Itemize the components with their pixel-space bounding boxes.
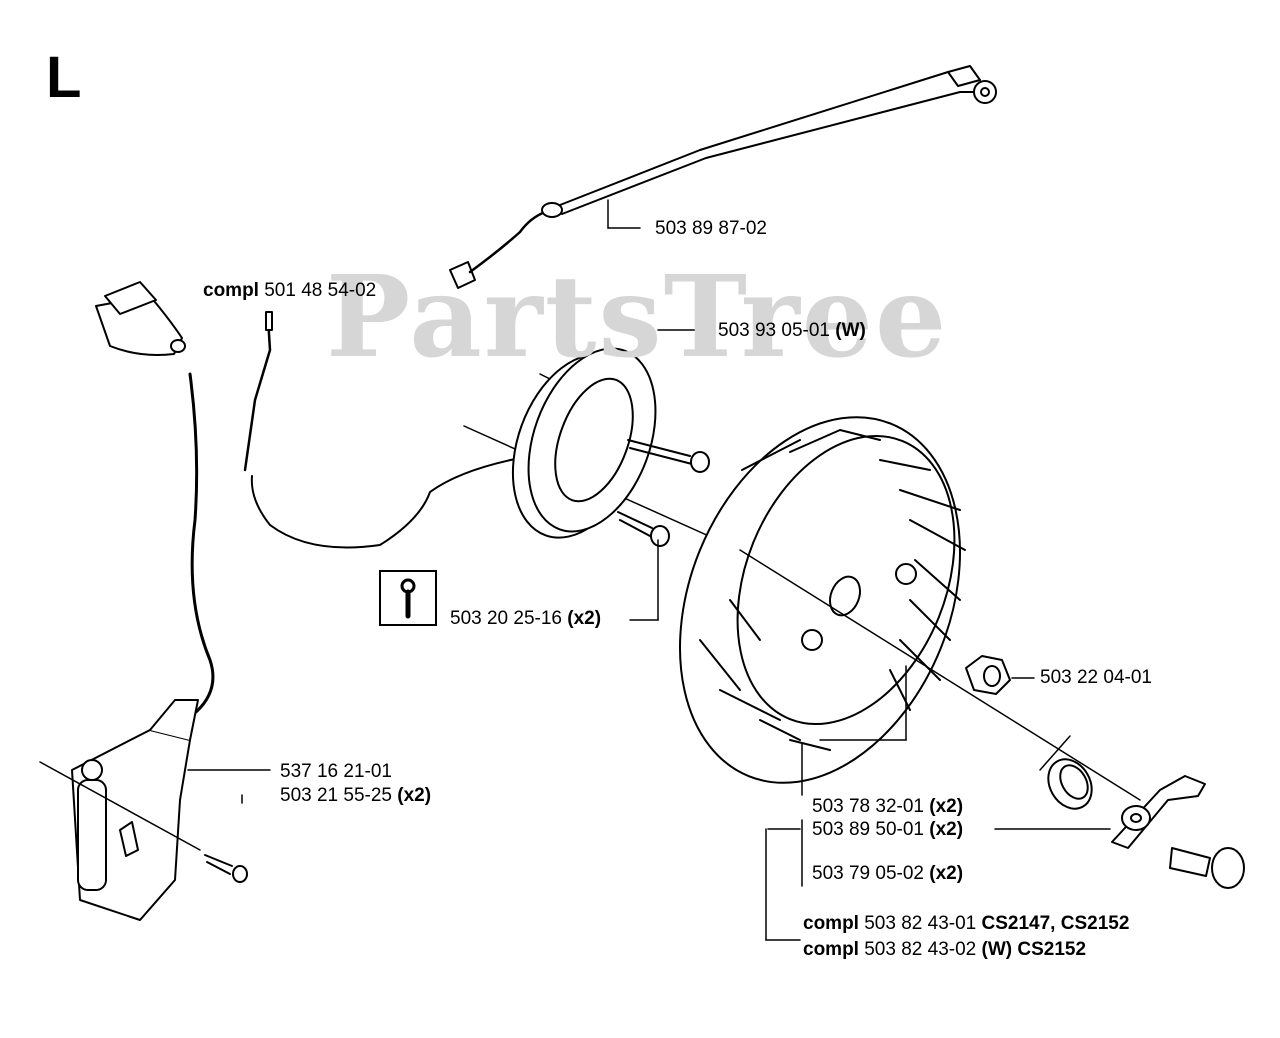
quantity-suffix: (x2) — [567, 608, 602, 629]
quantity-suffix: (x2) — [397, 785, 432, 806]
label-pawl-pin: 503 79 05-02 (x2) — [812, 863, 963, 885]
spark-plug-boot-drawing — [95, 281, 186, 356]
quantity-suffix: (x2) — [929, 819, 964, 840]
quantity-suffix: (x2) — [929, 796, 964, 817]
flywheel-nut-drawing — [965, 655, 1011, 695]
compl-prefix: compl — [203, 280, 259, 301]
stator-drawing — [463, 327, 741, 551]
label-pawl: 503 78 32-01 (x2) — [812, 796, 963, 818]
label-stator-screw: 503 20 25-16 (x2) — [450, 608, 601, 630]
compl-prefix: compl — [803, 913, 859, 934]
quantity-suffix: (x2) — [929, 863, 964, 884]
part-number: 503 78 32-01 — [812, 796, 924, 817]
part-number: 503 20 25-16 — [450, 608, 562, 629]
stator-screws-drawing — [617, 439, 710, 547]
part-number: 503 82 43-02 — [864, 939, 977, 960]
label-ignition-module: 537 16 21-01 — [280, 761, 392, 783]
label-flywheel-nut: 503 22 04-01 — [1040, 667, 1152, 689]
part-number: 537 16 21-01 — [280, 761, 392, 782]
part-number: 503 22 04-01 — [1040, 667, 1152, 688]
spring-drawing — [1039, 735, 1093, 810]
part-number: 503 89 50-01 — [812, 819, 924, 840]
wrench-icon — [400, 578, 416, 619]
tool-box — [379, 570, 437, 626]
label-stator: 503 93 05-01 (W) — [718, 320, 866, 342]
part-number: 503 93 05-01 — [718, 320, 830, 341]
variant-suffix: (W) — [835, 320, 866, 341]
part-number: 503 79 05-02 — [812, 863, 924, 884]
leader-lines — [187, 199, 1111, 941]
compl-prefix: compl — [803, 939, 859, 960]
label-module-screw: 503 21 55-25 (x2) — [280, 785, 431, 807]
variant-suffix: (W) — [981, 939, 1013, 960]
model-list: CS2147, CS2152 — [981, 913, 1130, 934]
ignition-module-drawing — [39, 699, 248, 921]
wire-harness-drawing — [449, 65, 997, 289]
label-flywheel-compl-1: compl 503 82 43-01 CS2147, CS2152 — [803, 913, 1129, 935]
part-number: 501 48 54-02 — [264, 280, 377, 301]
ignition-lead-drawing — [188, 372, 215, 714]
part-number: 503 89 87-02 — [655, 218, 767, 239]
pawl-pin-drawing — [1169, 847, 1245, 889]
ignition-cable-drawing — [243, 311, 521, 549]
watermark: PartsTree — [326, 252, 949, 383]
label-spring: 503 89 50-01 (x2) — [812, 819, 963, 841]
part-number: 503 82 43-01 — [864, 913, 977, 934]
label-ignition-compl: compl 501 48 54-02 — [203, 280, 376, 302]
pawl-drawing — [1111, 775, 1206, 849]
section-letter: L — [46, 45, 82, 110]
part-number: 503 21 55-25 — [280, 785, 392, 806]
label-flywheel-compl-2: compl 503 82 43-02 (W) CS2152 — [803, 939, 1086, 961]
flywheel-drawing — [679, 416, 1141, 801]
label-wire-harness: 503 89 87-02 — [655, 218, 767, 240]
model-list: CS2152 — [1017, 939, 1087, 960]
